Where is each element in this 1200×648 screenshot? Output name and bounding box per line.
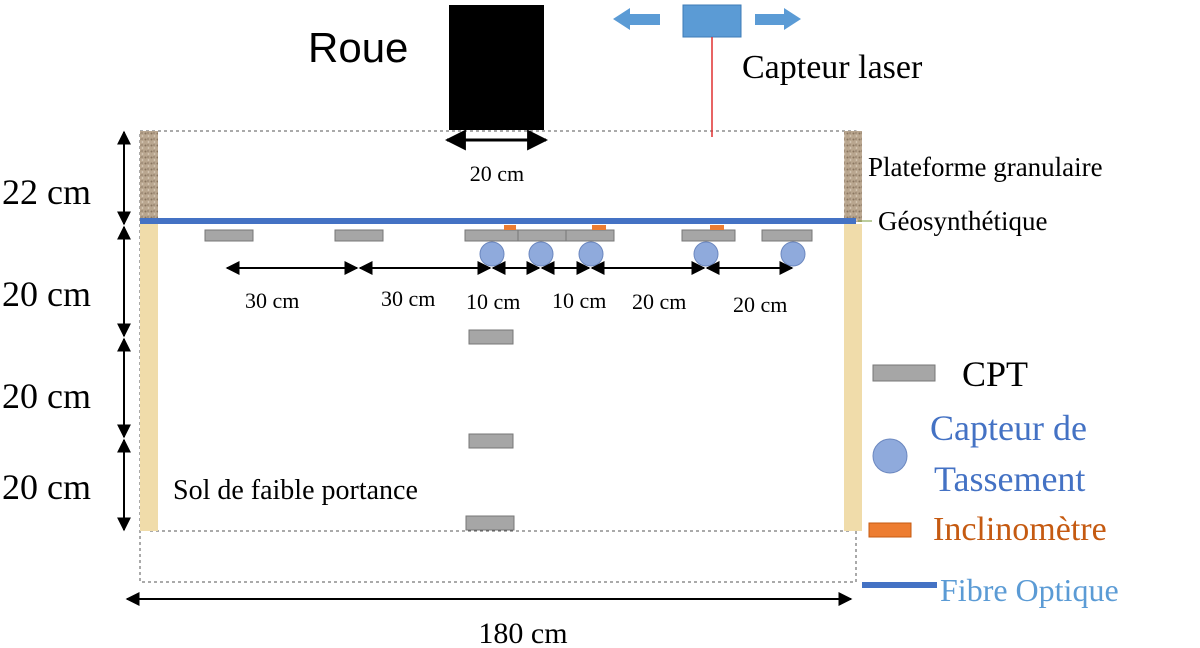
spacing-label: 10 cm (466, 289, 520, 314)
legend-settlement-label: Tassement (934, 459, 1085, 499)
spacing-label: 10 cm (552, 288, 606, 313)
legend: CPT Capteur de Tassement Inclinomètre Fi… (862, 354, 1119, 608)
legend-cpt-icon (872, 364, 936, 382)
left-gravel-wall (140, 131, 158, 222)
cpt-sensor (517, 229, 567, 242)
settlement-sensor (578, 241, 604, 267)
legend-settlement-label: Capteur de (930, 408, 1087, 448)
left-soil-wall (140, 224, 158, 531)
cpt-sensor (761, 229, 813, 242)
granular-platform-label: Plateforme granulaire (868, 152, 1103, 182)
legend-cpt-label: CPT (962, 354, 1028, 394)
test-box-outline (139, 130, 857, 583)
settlement-sensor (780, 241, 806, 267)
cpt-sensor (565, 229, 615, 242)
legend-settlement-icon (872, 438, 908, 474)
spacing-label: 20 cm (632, 289, 686, 314)
wheel-width-label: 20 cm (470, 161, 524, 186)
laser-sensor (682, 4, 742, 38)
total-width-label: 180 cm (478, 617, 567, 648)
inclinometer (710, 225, 724, 230)
cpt-sensor (465, 515, 515, 531)
settlement-sensor (528, 241, 554, 267)
laser-left-arrow-icon (613, 8, 660, 30)
soft-soil-label: Sol de faible portance (173, 475, 418, 506)
right-soil-wall (844, 224, 862, 531)
cpt-sensor (464, 229, 519, 242)
legend-fiber-label: Fibre Optique (940, 572, 1119, 608)
spacing-label: 30 cm (381, 286, 435, 311)
cpt-sensor (468, 329, 514, 345)
wheel-label: Roue (308, 24, 408, 71)
inclinometer (592, 225, 606, 230)
laser-right-arrow-icon (755, 8, 801, 30)
cpt-sensor (334, 229, 384, 242)
spacing-label: 30 cm (245, 288, 299, 313)
laser-sensor-label: Capteur laser (742, 49, 923, 86)
geosynthetic-label: Géosynthétique (878, 206, 1047, 236)
wheel (449, 5, 544, 130)
settlement-sensor (693, 241, 719, 267)
right-gravel-wall (844, 131, 862, 222)
legend-inclinometer-label: Inclinomètre (933, 511, 1107, 548)
spacing-label: 20 cm (733, 292, 787, 317)
cpt-sensor (468, 433, 514, 449)
inclinometer (504, 225, 516, 230)
depth-label: 20 cm (2, 274, 91, 314)
legend-inclinometer-icon (868, 522, 912, 538)
settlement-sensor (479, 241, 505, 267)
depth-label: 20 cm (2, 467, 91, 507)
cpt-sensor (204, 229, 254, 242)
cpt-sensor (681, 229, 736, 242)
depth-label: 22 cm (2, 172, 91, 212)
depth-label: 20 cm (2, 376, 91, 416)
